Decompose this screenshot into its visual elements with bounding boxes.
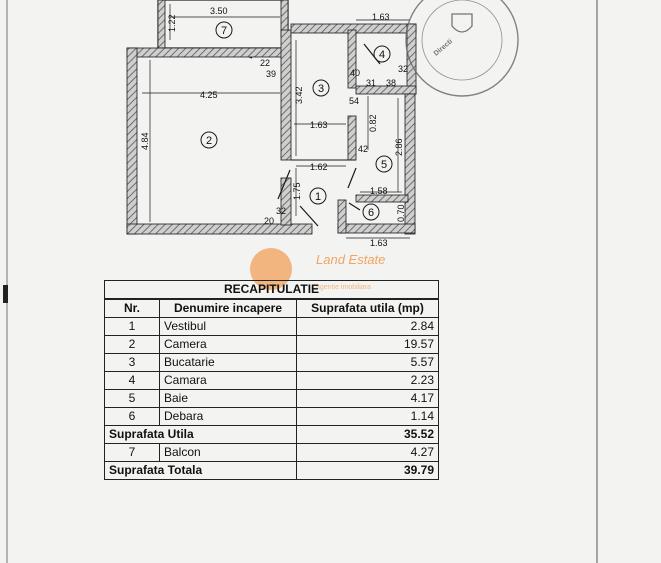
dim-bottom-width: 1.63 [370,238,388,248]
header-nr: Nr. [104,298,160,318]
row-name: Debara [159,407,297,426]
dim-room2-width: 4.25 [200,90,218,100]
header-area: Suprafata utila (mp) [296,298,439,318]
header-room-name: Denumire incapere [159,298,297,318]
table-row: 1 Vestibul 2.84 [104,317,439,336]
grand-total-label: Suprafata Totala [104,461,297,480]
room-marker-4: 4 [373,45,391,63]
room-number-4: 4 [379,49,385,61]
dim-22: 22 [260,58,270,68]
dim-32: 32 [398,64,408,74]
grand-total-row: Suprafata Totala 39.79 [104,461,439,480]
room-marker-7: 7 [215,21,233,39]
row-name: Vestibul [159,317,297,336]
table-row: 3 Bucatarie 5.57 [104,353,439,372]
dim-070: 0.70 [396,204,406,222]
dim-32b: 32 [276,206,286,216]
row-area: 1.14 [296,407,439,426]
room-number-2: 2 [206,135,212,147]
dim-kitchen-width: 1.63 [310,120,328,130]
kitchen-walls [290,23,417,161]
table-row: 6 Debara 1.14 [104,407,439,426]
coat-of-arms-icon [451,13,473,33]
room-marker-6: 6 [362,203,380,221]
room-2-walls [126,29,313,235]
dimension-lines [142,4,410,239]
table-title: RECAPITULATIE [104,280,439,300]
row-name: Balcon [159,443,297,462]
stamp-text: Directi [433,38,454,57]
table-row: 4 Camara 2.23 [104,371,439,390]
dim-room2-depth: 4.84 [140,132,150,150]
util-total-row: Suprafata Utila 35.52 [104,425,439,444]
row-area: 5.57 [296,353,439,372]
dim-38: 38 [386,78,396,88]
dim-bath-depth: 2.86 [394,138,404,156]
row-nr: 1 [104,317,160,336]
row-nr: 5 [104,389,160,408]
table-row: 2 Camera 19.57 [104,335,439,354]
room-number-3: 3 [318,83,324,95]
dim-top-width: 1.63 [372,12,390,22]
dim-082: 0.82 [368,114,378,132]
dim-39: 39 [266,69,276,79]
grand-total-value: 39.79 [296,461,439,480]
dim-vestibul-width: 1.62 [310,162,328,172]
room-number-5: 5 [381,159,387,171]
dim-42: 42 [358,144,368,154]
room-number-6: 6 [368,207,374,219]
dim-40: 40 [350,68,360,78]
room-marker-3: 3 [312,79,330,97]
row-name: Camera [159,335,297,354]
room-number-7: 7 [221,25,227,37]
row-nr: 6 [104,407,160,426]
row-nr: 7 [104,443,160,462]
row-area: 4.27 [296,443,439,462]
recap-table: RECAPITULATIE Nr. Denumire incapere Supr… [104,280,439,480]
row-nr: 3 [104,353,160,372]
row-nr: 4 [104,371,160,390]
util-total-label: Suprafata Utila [104,425,297,444]
row-area: 2.84 [296,317,439,336]
dim-balcony-depth: 1.22 [167,14,177,32]
room-marker-1: 1 [309,187,327,205]
watermark-brand: Land Estate [316,252,386,267]
row-area: 19.57 [296,335,439,354]
table-header-row: Nr. Denumire incapere Suprafata utila (m… [104,298,439,318]
binding-mark [3,285,8,303]
room-marker-2: 2 [200,131,218,149]
dim-20: 20 [264,216,274,226]
row-area: 4.17 [296,389,439,408]
room-number-1: 1 [315,191,321,203]
table-row: 7 Balcon 4.27 [104,443,439,462]
dim-balcony-width: 3.50 [210,6,228,16]
table-title-row: RECAPITULATIE [104,280,439,300]
dim-vestibul-depth: 1.75 [292,182,302,200]
row-name: Baie [159,389,297,408]
row-name: Camara [159,371,297,390]
util-total-value: 35.52 [296,425,439,444]
row-name: Bucatarie [159,353,297,372]
row-nr: 2 [104,335,160,354]
dim-31: 31 [366,78,376,88]
dim-54: 54 [349,96,359,106]
bath-walls [291,93,416,235]
room-marker-5: 5 [375,155,393,173]
row-area: 2.23 [296,371,439,390]
table-row: 5 Baie 4.17 [104,389,439,408]
official-stamp: Directi [405,0,519,97]
dim-kitchen-depth: 3.42 [294,86,304,104]
dim-158: 1.58 [370,186,388,196]
